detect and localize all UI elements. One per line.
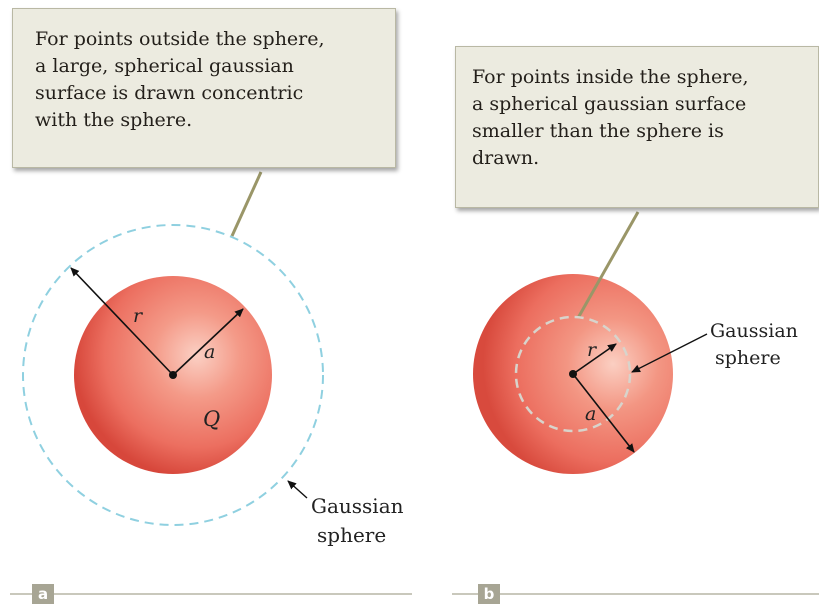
- panel-a-figure: r a Q Gaussian sphere: [22, 171, 404, 547]
- label-gaussian-a-2: sphere: [317, 523, 386, 547]
- panel-label-b: b: [478, 584, 500, 604]
- radius-r-arrow-b: [572, 343, 617, 375]
- radius-a-arrow-b: [572, 373, 635, 453]
- radius-a-arrow: [172, 308, 244, 376]
- gaussian-sphere-outer: [22, 224, 324, 526]
- callout-a: For points outside the sphere, a large, …: [12, 8, 396, 168]
- callout-b-line: drawn.: [472, 147, 540, 169]
- label-charge-q: Q: [203, 407, 220, 431]
- callout-a-line: with the sphere.: [35, 109, 193, 131]
- panel-label-a: a: [32, 584, 54, 604]
- label-a-b: a: [585, 403, 596, 425]
- panel-b-figure: r a Gaussian sphere: [473, 211, 798, 474]
- label-r-b: r: [587, 339, 598, 361]
- label-gaussian-b-2: sphere: [715, 347, 781, 369]
- center-dot-b: [569, 370, 577, 378]
- callout-b: For points inside the sphere, a spherica…: [455, 46, 819, 208]
- callout-a-pointer: [230, 171, 263, 237]
- callout-b-line: a spherical gaussian surface: [472, 93, 747, 115]
- gaussian-pointer-b: [631, 333, 708, 373]
- callout-b-pointer: [576, 211, 640, 319]
- label-gaussian-a-1: Gaussian: [311, 494, 404, 518]
- callout-b-line: smaller than the sphere is: [472, 120, 724, 142]
- callout-b-line: For points inside the sphere,: [472, 66, 749, 88]
- label-a-a: a: [204, 341, 215, 363]
- label-r-a: r: [133, 305, 144, 327]
- callout-a-line: For points outside the sphere,: [35, 28, 325, 50]
- center-dot-a: [169, 371, 177, 379]
- callout-a-line: surface is drawn concentric: [35, 82, 304, 104]
- gaussian-pointer-a: [287, 480, 308, 499]
- gaussian-sphere-inner: [514, 315, 632, 433]
- callout-a-line: a large, spherical gaussian: [35, 55, 294, 77]
- label-gaussian-b-1: Gaussian: [710, 320, 798, 342]
- radius-r-arrow: [70, 267, 174, 376]
